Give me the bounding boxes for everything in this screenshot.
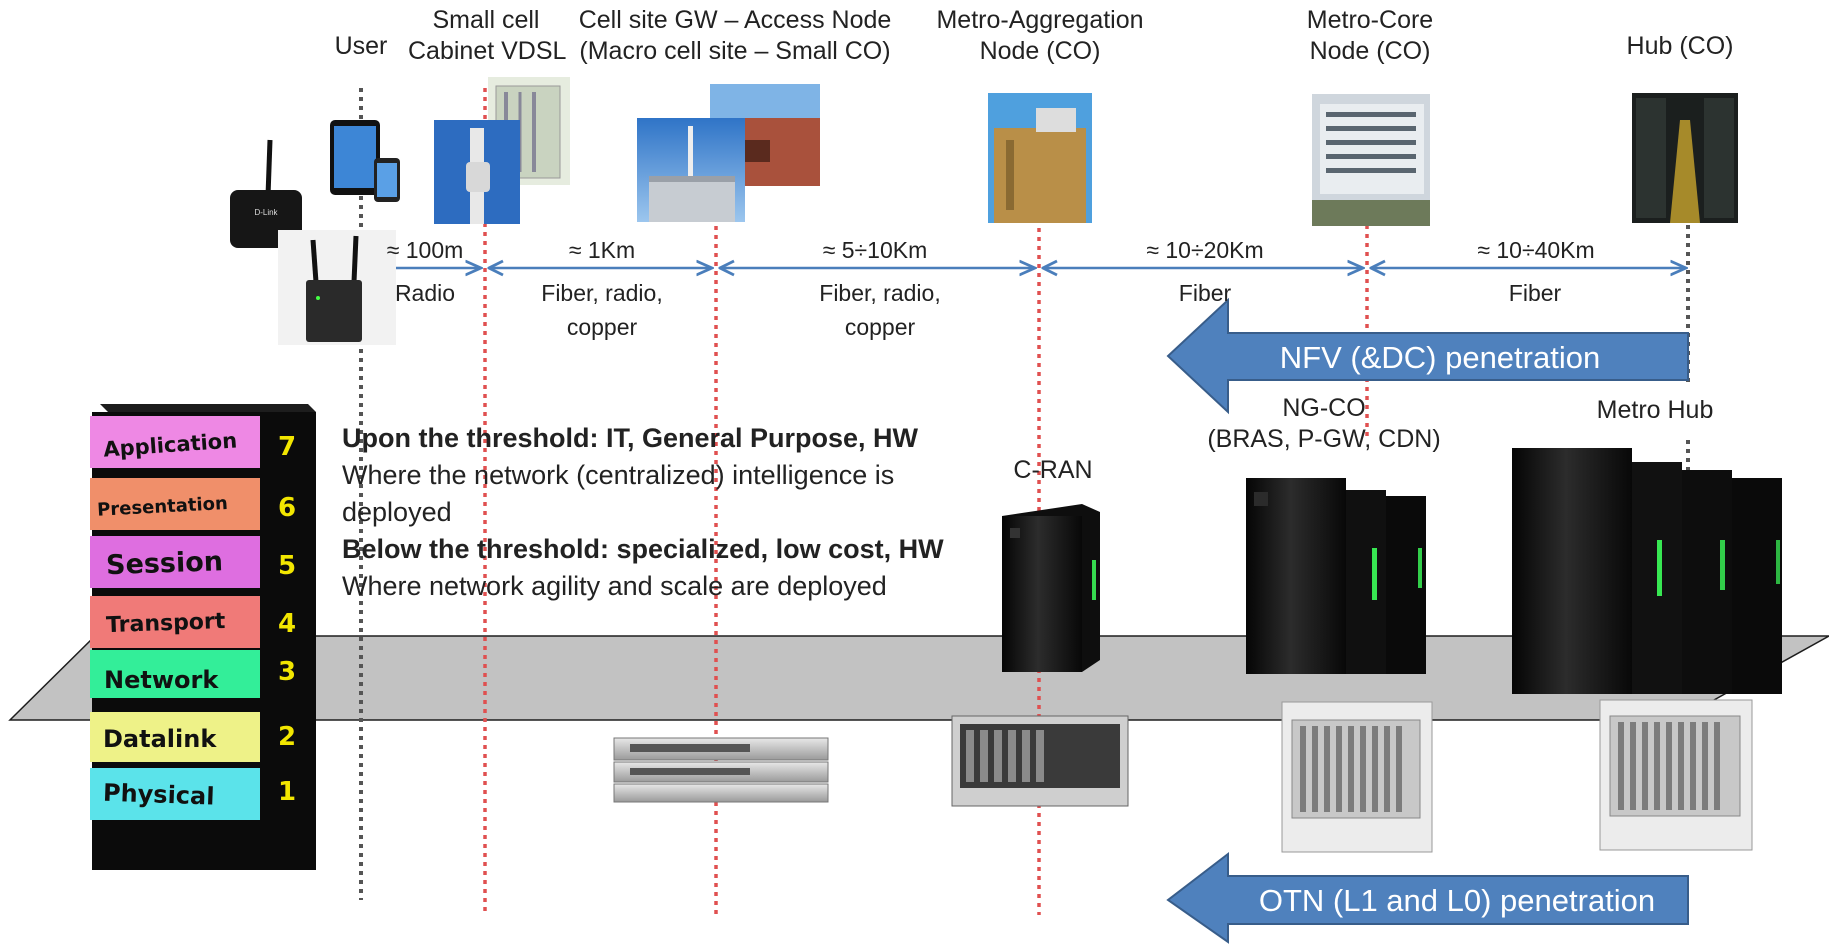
osi-layer-network-number: 3 <box>278 657 296 687</box>
site-label-metro-hub: Metro Hub <box>1596 396 1714 424</box>
osi-layer-datalink: Datalink 2 <box>90 712 296 762</box>
osi-layer-presentation-number: 6 <box>278 493 296 523</box>
osi-layer-session-number: 5 <box>278 551 296 581</box>
small-cell-photo <box>434 120 520 224</box>
osi-layer-application: Application 7 <box>90 416 296 468</box>
node-label-user: User <box>311 31 411 62</box>
router-brand-label: D-Link <box>254 208 278 217</box>
segment-medium-4: Fiber <box>1150 276 1260 310</box>
segment-distance-3: ≈ 5÷10Km <box>822 237 928 263</box>
user-devices: D-Link <box>230 120 400 345</box>
node-label-metro-aggregation: Metro-Aggregation Node (CO) <box>920 5 1160 67</box>
node-label-metro-aggregation-line2: Node (CO) <box>979 37 1101 65</box>
nfv-arrow: NFV (&DC) penetration <box>1166 297 1689 415</box>
cran-chassis <box>951 715 1129 807</box>
site-label-ngco-line1: NG-CO <box>1282 394 1366 422</box>
otn-arrow: OTN (L1 and L0) penetration <box>1166 851 1689 944</box>
osi-layer-transport-label: Transport <box>106 609 227 638</box>
node-label-cell-site: Cell site GW – Access Node (Macro cell s… <box>570 5 900 67</box>
site-label-ngco: NG-CO (BRAS, P-GW, CDN) <box>1186 393 1462 455</box>
metro-hub-server <box>1512 448 1782 694</box>
node-label-metro-core: Metro-Core Node (CO) <box>1290 5 1450 67</box>
segment-distance-2: ≈ 1Km <box>568 237 636 263</box>
otn-arrow-label: OTN (L1 and L0) penetration <box>1259 883 1655 918</box>
switch-equipment <box>613 737 829 803</box>
node-label-small-cell-line1: Small cell <box>432 6 540 34</box>
hub-otn-chassis <box>1599 699 1753 851</box>
node-label-hub: Hub (CO) <box>1620 31 1740 62</box>
node-label-metro-core-line2: Node (CO) <box>1309 37 1431 65</box>
threshold-above-title: Upon the threshold: IT, General Purpose,… <box>342 423 919 453</box>
node-label-small-cell-line2: Cabinet VDSL <box>408 37 567 65</box>
osi-layer-presentation: Presentation 6 <box>90 478 296 530</box>
threshold-below-title: Below the threshold: specialized, low co… <box>342 534 944 564</box>
access-point-icon <box>278 230 396 345</box>
node-label-small-cell: Small cell Cabinet VDSL <box>408 5 567 67</box>
segment-medium-3-line2: copper <box>844 314 916 340</box>
segment-medium-1: Radio <box>372 276 478 310</box>
segment-distance-5: ≈ 10÷40Km <box>1477 237 1595 263</box>
segment-medium-3: Fiber, radio, copper <box>798 276 962 344</box>
osi-layer-session-label: Session <box>106 546 224 581</box>
threshold-above-text: Where the network (centralized) intellig… <box>342 460 895 527</box>
osi-layer-session: Session 5 <box>90 536 296 588</box>
cran-server <box>1002 504 1100 672</box>
osi-layer-network: Network 3 <box>90 650 296 698</box>
segment-medium-5: Fiber <box>1480 276 1590 310</box>
node-label-metro-core-line1: Metro-Core <box>1306 6 1434 34</box>
metro-core-photo <box>1312 94 1430 226</box>
node-label-metro-aggregation-line1: Metro-Aggregation <box>936 6 1144 34</box>
ngco-server <box>1246 478 1426 674</box>
cell-tower-photo <box>637 118 745 222</box>
node-label-cell-site-line1: Cell site GW – Access Node <box>578 6 892 34</box>
osi-layer-datalink-number: 2 <box>278 722 296 752</box>
site-label-cran: C-RAN <box>1013 456 1093 484</box>
segment-medium-4-line1: Fiber <box>1178 280 1232 306</box>
site-label-ngco-line2: (BRAS, P-GW, CDN) <box>1207 425 1441 453</box>
osi-layer-transport: Transport 4 <box>90 596 296 648</box>
osi-layer-physical-number: 1 <box>278 777 296 807</box>
node-label-cell-site-line2: (Macro cell site – Small CO) <box>579 37 891 65</box>
tablet-icon <box>330 120 380 195</box>
osi-stack: Application 7 Presentation 6 Session 5 T… <box>90 404 316 870</box>
segment-medium-2-line1: Fiber, radio, <box>541 280 663 306</box>
osi-layer-physical-label: Physical <box>103 779 215 811</box>
node-label-hub-line: Hub (CO) <box>1626 32 1734 60</box>
segment-medium-2-line2: copper <box>566 314 638 340</box>
nfv-arrow-label: NFV (&DC) penetration <box>1280 340 1600 375</box>
threshold-below-text: Where network agility and scale are depl… <box>342 571 887 601</box>
osi-layer-datalink-label: Datalink <box>103 725 217 753</box>
osi-layer-transport-number: 4 <box>278 609 296 639</box>
ngco-otn-chassis <box>1281 701 1433 853</box>
osi-layer-network-label: Network <box>104 666 219 694</box>
threshold-description: Upon the threshold: IT, General Purpose,… <box>342 420 982 605</box>
osi-layer-physical: Physical 1 <box>90 768 296 820</box>
segment-distance-1: ≈ 100m <box>386 237 464 263</box>
segment-distance-4: ≈ 10÷20Km <box>1146 237 1264 263</box>
segment-medium-3-line1: Fiber, radio, <box>819 280 941 306</box>
metro-aggregation-photo <box>988 93 1092 223</box>
node-label-user-line: User <box>334 32 388 60</box>
segment-medium-1-line1: Radio <box>394 280 456 306</box>
hub-datacenter-photo <box>1632 93 1738 223</box>
phone-icon <box>374 158 400 202</box>
segment-medium-5-line1: Fiber <box>1508 280 1562 306</box>
segment-medium-2: Fiber, radio, copper <box>520 276 684 344</box>
osi-layer-application-number: 7 <box>278 432 296 462</box>
